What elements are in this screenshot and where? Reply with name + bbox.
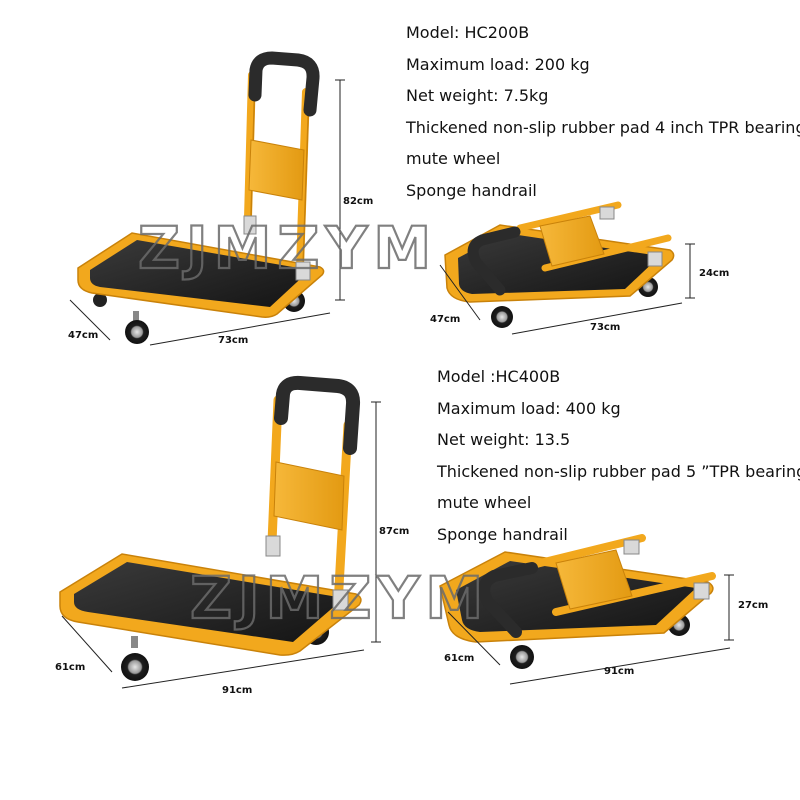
sponge-handrail <box>274 375 361 455</box>
dimension-label: 47cm <box>430 314 460 325</box>
max-load-text: Maximum load: 400 kg <box>437 398 621 418</box>
handrail-text: Sponge handrail <box>437 524 568 544</box>
trolley-hc400b-folded <box>439 534 716 669</box>
watermark: ZJMZYM <box>138 214 437 282</box>
dimension-label: 91cm <box>222 685 252 696</box>
handle-panel <box>273 461 345 531</box>
hinge <box>243 215 257 235</box>
spec-block-hc400b: Model :HC400B Maximum load: 400 kg Net w… <box>437 361 800 550</box>
deck-pad <box>90 240 310 307</box>
net-weight-text: Net weight: 13.5 <box>437 430 571 449</box>
dimension-label: 61cm <box>55 662 85 673</box>
feature-text-continued: mute wheel <box>437 493 532 512</box>
model-text: Model :HC400B <box>437 367 561 386</box>
dimension-label: 73cm <box>218 335 248 346</box>
spec-block-hc200b: Model: HC200B Maximum load: 200 kg Net w… <box>406 17 800 206</box>
model-text: Model: HC200B <box>406 23 530 42</box>
deck-pad <box>74 562 344 642</box>
hinge <box>647 251 663 267</box>
dimension-label: 73cm <box>590 322 620 333</box>
hinge <box>623 539 640 555</box>
dimension-label: 61cm <box>444 653 474 664</box>
feature-text: Thickened non-slip rubber pad 4 inch TPR… <box>406 117 800 137</box>
wheel <box>125 311 149 344</box>
dimension-lines <box>447 574 734 685</box>
handle-panel <box>539 215 605 267</box>
dimension-lines <box>439 243 695 335</box>
sponge-handrail <box>478 562 538 638</box>
feature-text-continued: mute wheel <box>406 149 501 168</box>
dimension-label: 91cm <box>604 666 634 677</box>
handle-panel <box>555 549 633 610</box>
wheel <box>510 645 534 669</box>
trolley-hc200b-open <box>77 51 325 344</box>
watermark: ZJMZYM <box>190 564 489 632</box>
wheel <box>121 636 149 681</box>
hinge <box>265 535 281 557</box>
net-weight-text: Net weight: 7.5kg <box>406 86 549 105</box>
hinge <box>332 589 349 611</box>
handle-panel <box>248 139 305 201</box>
handrail-text: Sponge handrail <box>406 180 537 200</box>
sponge-handrail <box>467 226 521 296</box>
trolley-hc400b-open <box>59 375 362 681</box>
dimension-label: 24cm <box>699 268 729 279</box>
dimension-lines <box>61 401 381 689</box>
wheel <box>93 293 107 307</box>
max-load-text: Maximum load: 200 kg <box>406 54 590 74</box>
hinge <box>295 261 311 281</box>
sponge-handrail <box>248 51 320 117</box>
hinge <box>693 582 710 600</box>
hinge <box>599 206 615 220</box>
dimension-lines <box>69 79 345 346</box>
wheel <box>491 306 513 328</box>
dimension-label: 27cm <box>738 600 768 611</box>
dimension-label: 47cm <box>68 330 98 341</box>
dimension-label: 87cm <box>379 526 409 537</box>
feature-text: Thickened non-slip rubber pad 5 ”TPR bea… <box>437 461 800 481</box>
dimension-label: 82cm <box>343 196 373 207</box>
trolley-hc200b-folded <box>444 201 675 328</box>
